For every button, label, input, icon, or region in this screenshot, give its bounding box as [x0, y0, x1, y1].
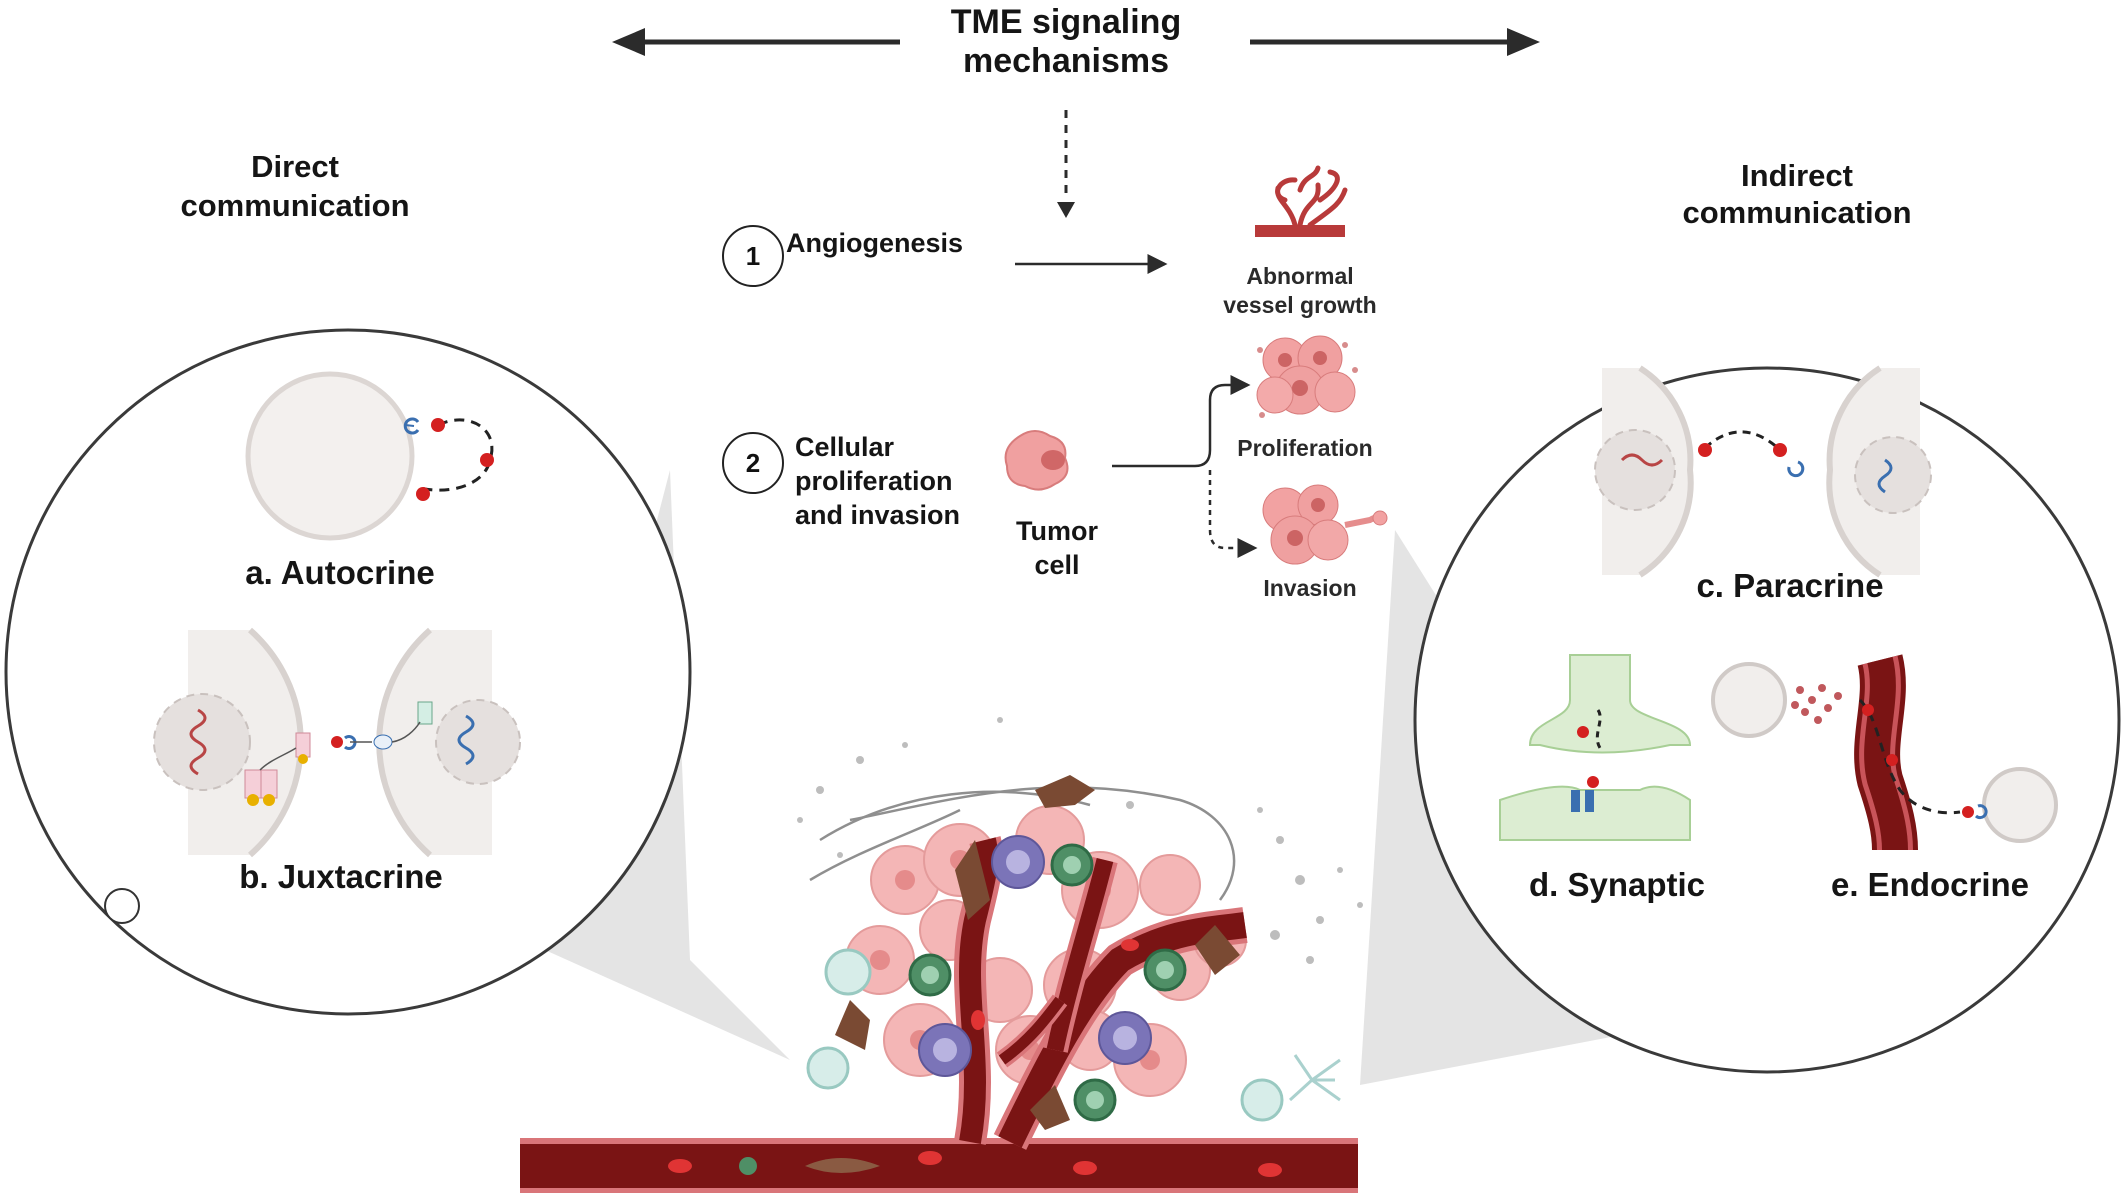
autocrine-cell	[245, 371, 494, 541]
invasion-cluster-icon	[1262, 484, 1388, 565]
right-arrow	[1250, 28, 1540, 56]
invasion-branch-arrow	[1208, 470, 1258, 558]
step-1-badge: 1	[722, 225, 784, 287]
tumor-cell-line2: cell	[1034, 550, 1080, 580]
paracrine-label: c. Paracrine	[1696, 567, 1884, 604]
step-2-label-line1: Cellular	[795, 432, 895, 462]
tumor-microenvironment	[520, 717, 1363, 1193]
direct-heading-line1: Direct	[251, 149, 339, 184]
juxtacrine-label: b. Juxtacrine	[239, 858, 443, 895]
endocrine-system	[1711, 654, 2058, 851]
step-1-label: Angiogenesis	[786, 228, 964, 258]
title-line1: TME signaling	[950, 3, 1182, 41]
tumor-cell-icon	[1004, 430, 1069, 491]
step-2-label-line2: proliferation	[795, 466, 953, 496]
left-arrow	[612, 28, 900, 56]
synaptic-label: d. Synaptic	[1528, 866, 1706, 903]
title-line2: mechanisms	[963, 42, 1169, 80]
partial-number-badge	[104, 888, 140, 924]
dashed-down-arrow	[1057, 110, 1075, 218]
direct-heading-line2: communication	[180, 188, 410, 223]
step-2-badge: 2	[722, 432, 784, 494]
proliferation-cluster-icon	[1256, 335, 1358, 418]
invasion-label: Invasion	[1263, 575, 1357, 601]
endocrine-label: e. Endocrine	[1830, 866, 2030, 903]
abnormal-vessel-icon	[1255, 165, 1348, 237]
direct-communication-circle	[4, 328, 692, 1016]
indirect-heading-line2: communication	[1682, 195, 1912, 230]
proliferation-label: Proliferation	[1237, 435, 1373, 461]
autocrine-label: a. Autocrine	[245, 554, 435, 591]
indirect-heading-line1: Indirect	[1741, 158, 1853, 193]
proliferation-branch-arrow	[1112, 375, 1251, 468]
abnormal-vessel-line2: vessel growth	[1223, 292, 1377, 318]
abnormal-vessel-line1: Abnormal	[1246, 263, 1354, 289]
tumor-cell-line1: Tumor	[1016, 516, 1098, 546]
juxtacrine-cells	[153, 627, 521, 858]
paracrine-cells	[1594, 365, 1932, 578]
synaptic-junction	[1499, 654, 1692, 841]
step-2-label-line3: and invasion	[795, 500, 961, 530]
